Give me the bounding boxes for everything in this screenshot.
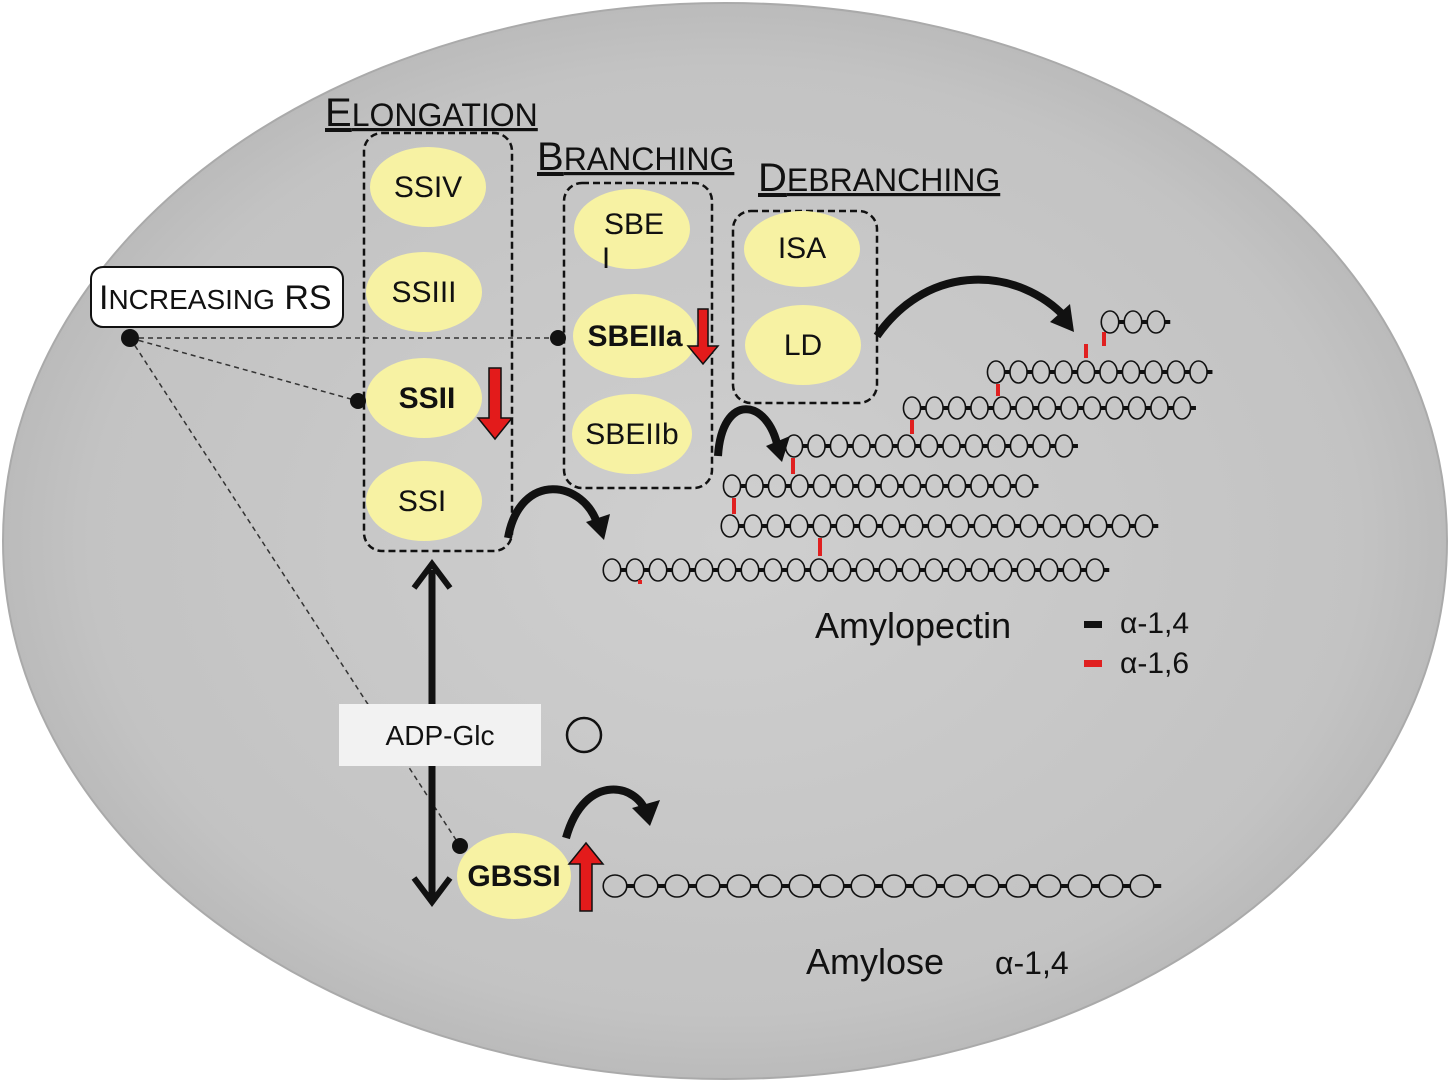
svg-text:LD: LD	[784, 329, 822, 362]
legend-label-alpha-1-6: α-1,6	[1120, 647, 1189, 680]
svg-text:GBSSI: GBSSI	[467, 860, 560, 893]
svg-text:SSI: SSI	[398, 485, 446, 518]
amylopectin-chain-6	[986, 360, 1213, 384]
svg-text:SBEIIa: SBEIIa	[587, 320, 682, 353]
sbeiia-down-arrow	[686, 308, 720, 366]
amylose-chain	[602, 874, 1162, 898]
svg-text:I: I	[602, 242, 610, 275]
amylose-label: Amylose	[806, 941, 944, 982]
elongation-group-box	[362, 131, 514, 553]
heading-elongation: ELONGATION	[325, 91, 538, 135]
adp-glc-box: ADP-Glc	[339, 704, 541, 766]
alpha-1-6-branch-point	[732, 498, 736, 514]
amylopectin-structure	[602, 310, 1213, 584]
glucose-unit-icon	[565, 716, 603, 754]
ld-reaction-arrow	[873, 275, 1074, 339]
amylose-bond-label: α-1,4	[995, 945, 1069, 981]
alpha-1-6-branch-point	[638, 580, 642, 584]
legend-swatch-alpha-1-4	[1084, 621, 1102, 628]
svg-text:SBEIIb: SBEIIb	[585, 418, 678, 451]
amylopectin-chain-1	[602, 558, 1110, 582]
alpha-1-6-branch-point	[818, 538, 822, 556]
heading-branching: BRANCHING	[537, 135, 734, 179]
enzyme-ld: LD	[745, 305, 861, 385]
legend-label-alpha-1-4: α-1,4	[1120, 607, 1189, 640]
alpha-1-6-branch-point	[1102, 332, 1106, 346]
gbssi-reaction-arrow	[562, 785, 660, 840]
amylopectin-chain-3	[722, 474, 1039, 498]
svg-text:SBE: SBE	[604, 208, 664, 241]
enzyme-ssiii: SSIII	[366, 252, 482, 332]
svg-text:INCREASING RS: INCREASING RS	[99, 279, 332, 317]
amylopectin-chain-7	[1100, 310, 1171, 334]
rs-influence-dots	[121, 329, 566, 854]
svg-text:ISA: ISA	[778, 232, 826, 265]
alpha-1-6-branch-point	[996, 384, 1000, 396]
enzyme-isa: ISA	[744, 211, 860, 287]
svg-text:ADP-Glc: ADP-Glc	[386, 720, 495, 751]
svg-text:SSII: SSII	[399, 382, 456, 415]
amylopectin-label: Amylopectin	[815, 605, 1011, 646]
enzyme-sbei: SBE I	[574, 189, 690, 275]
ssi-reaction-arrow	[504, 485, 610, 540]
ssii-down-arrow	[476, 367, 514, 441]
gbssi-up-arrow	[567, 841, 605, 912]
bond-legend: α-1,4 α-1,6	[1084, 607, 1189, 680]
enzyme-ssii: SSII	[366, 358, 482, 438]
branching-group-box	[562, 181, 714, 490]
enzyme-ssi: SSI	[366, 461, 482, 541]
alpha-1-6-branch-point	[791, 458, 795, 474]
increasing-rs-box: INCREASING RS	[90, 266, 344, 328]
alpha-1-6-branch-point	[910, 420, 914, 434]
heading-debranching: DEBRANCHING	[758, 156, 1000, 200]
svg-text:SSIII: SSIII	[391, 276, 456, 309]
enzyme-ssiv: SSIV	[370, 147, 486, 227]
amylopectin-chain-5	[902, 396, 1196, 420]
amylopectin-chain-4	[784, 434, 1078, 458]
legend-swatch-alpha-1-6	[1084, 660, 1102, 667]
svg-text:SSIV: SSIV	[394, 171, 462, 204]
amylopectin-chain-2	[720, 514, 1159, 538]
enzyme-gbssi: GBSSI	[457, 833, 571, 919]
enzyme-sbeiia: SBEIIa	[573, 294, 697, 378]
amylose-glucose-chain	[602, 874, 1162, 898]
enzyme-sbeiib: SBEIIb	[572, 394, 692, 474]
alpha-1-6-branch-point	[1084, 344, 1088, 358]
sbeiib-reaction-arrow	[714, 405, 790, 462]
debranching-group-box	[731, 209, 879, 405]
